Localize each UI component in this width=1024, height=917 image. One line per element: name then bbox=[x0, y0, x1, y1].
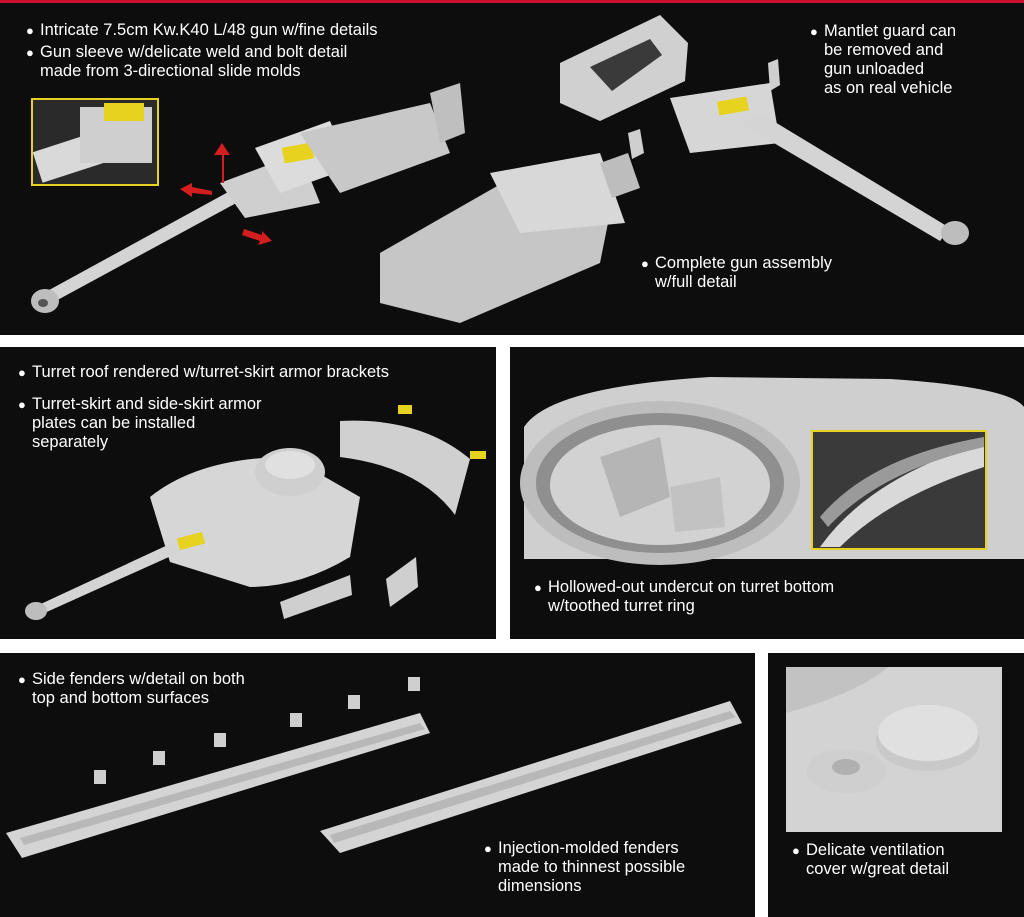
breech-block-center bbox=[490, 153, 625, 233]
bullet-icon: ● bbox=[641, 256, 649, 271]
yellow-mark-left bbox=[281, 142, 315, 164]
gun-barrel-right bbox=[740, 113, 950, 241]
breech-face-center bbox=[600, 153, 640, 198]
ventilation-cover bbox=[878, 705, 978, 761]
fenders-panel: ●Side fenders w/detail on both top and b… bbox=[0, 653, 755, 917]
turret-bottom-illustration bbox=[520, 377, 1024, 565]
caption-gun-sleeve: ●Gun sleeve w/delicate weld and bolt det… bbox=[26, 43, 348, 80]
caption-injection-fenders: ●Injection-molded fenders made to thinne… bbox=[484, 839, 686, 895]
mantlet-right bbox=[670, 83, 780, 153]
muzzle-brake-right bbox=[941, 221, 969, 245]
arrow-left bbox=[180, 183, 212, 197]
mantlet-guard-opening bbox=[590, 39, 662, 91]
vent-hull-corner bbox=[786, 667, 888, 713]
bullet-icon: ● bbox=[18, 672, 26, 687]
turret-interior-detail-2 bbox=[670, 477, 725, 532]
bullet-icon: ● bbox=[26, 45, 34, 60]
skirt-bracket-mark-2 bbox=[470, 451, 486, 459]
bullet-icon: ● bbox=[26, 23, 34, 38]
bullet-icon: ● bbox=[18, 365, 26, 380]
vent-hole bbox=[832, 759, 860, 775]
turret-gun-barrel bbox=[30, 543, 180, 615]
caption-turret-roof: ●Turret roof rendered w/turret-skirt arm… bbox=[18, 363, 389, 381]
bracket-3 bbox=[214, 733, 226, 747]
fenders-illustration bbox=[6, 677, 742, 858]
bullet-icon: ● bbox=[792, 843, 800, 858]
yellow-mark-right bbox=[717, 96, 749, 116]
side-skirt-plate-1 bbox=[280, 575, 352, 619]
gun-detail-panel: ●Intricate 7.5cm Kw.K40 L/48 gun w/fine … bbox=[0, 3, 1024, 335]
caption-turret-skirt: ●Turret-skirt and side-skirt armor plate… bbox=[18, 395, 262, 451]
skirt-bracket-mark-1 bbox=[398, 405, 412, 414]
turret-illustration bbox=[25, 405, 486, 620]
fender-right-edge bbox=[330, 711, 736, 843]
closeup-ring-teeth bbox=[820, 443, 984, 547]
breech-guard-left bbox=[430, 83, 465, 143]
caption-gun-assembly: ●Complete gun assembly w/full detail bbox=[641, 254, 833, 291]
arrow-up bbox=[214, 143, 230, 183]
bracket-2 bbox=[153, 751, 165, 765]
caption-gun-detail: ●Intricate 7.5cm Kw.K40 L/48 gun w/fine … bbox=[26, 21, 378, 39]
caption-mantlet-guard: ●Mantlet guard can be removed and gun un… bbox=[810, 22, 957, 97]
inset-yellow-mark bbox=[104, 103, 144, 121]
bracket-1 bbox=[94, 770, 106, 784]
side-skirt-plate-2 bbox=[386, 557, 418, 607]
turret-interior-detail-1 bbox=[600, 437, 670, 517]
bullet-icon: ● bbox=[810, 24, 818, 39]
arrow-right bbox=[242, 229, 272, 245]
fender-left-edge bbox=[20, 723, 425, 845]
bullet-icon: ● bbox=[484, 841, 492, 856]
caption-ventilation-cover: ●Delicate ventilation cover w/great deta… bbox=[792, 841, 950, 878]
small-part-2 bbox=[628, 129, 644, 159]
small-part-1 bbox=[768, 59, 780, 91]
bracket-4 bbox=[290, 713, 302, 727]
turret-bottom-panel: ●Hollowed-out undercut on turret bottom … bbox=[510, 347, 1024, 639]
turret-muzzle-brake bbox=[25, 602, 47, 620]
bracket-6 bbox=[408, 677, 420, 691]
turret-panel: ●Turret roof rendered w/turret-skirt arm… bbox=[0, 347, 496, 639]
bracket-5 bbox=[348, 695, 360, 709]
breech-left bbox=[300, 103, 450, 193]
caption-side-fenders: ●Side fenders w/detail on both top and b… bbox=[18, 670, 245, 707]
top-accent-line bbox=[0, 0, 1024, 3]
cupola-hatch bbox=[265, 451, 315, 479]
closeup-ring-edge bbox=[820, 437, 984, 527]
bullet-icon: ● bbox=[534, 580, 542, 595]
caption-turret-bottom: ●Hollowed-out undercut on turret bottom … bbox=[534, 578, 835, 615]
bullet-icon: ● bbox=[18, 397, 26, 412]
muzzle-bore-left bbox=[38, 299, 48, 307]
turret-yellow-mark bbox=[176, 531, 206, 551]
turret-body bbox=[150, 457, 360, 587]
vent-illustration bbox=[786, 667, 1002, 832]
gun-illustration bbox=[31, 15, 969, 323]
vent-panel: ●Delicate ventilation cover w/great deta… bbox=[768, 653, 1024, 917]
gun-barrel-left bbox=[40, 191, 240, 303]
turret-skirt-rear bbox=[340, 420, 470, 515]
